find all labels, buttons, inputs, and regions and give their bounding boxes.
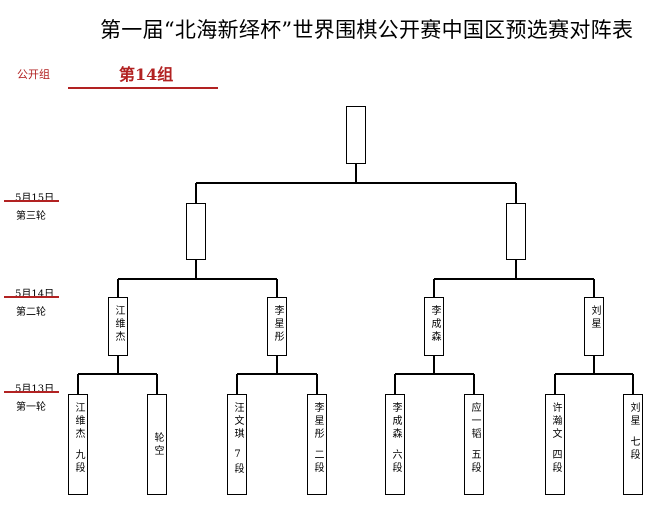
player-box-1: 江维杰 九段 — [68, 394, 88, 495]
player-box-2: 轮空 — [147, 394, 167, 495]
player-name: 李星彤 — [312, 402, 323, 441]
quarter-name-3: 李成森 — [429, 305, 440, 344]
player-box-6: 应一韬 五段 — [464, 394, 484, 495]
quarter-name-2: 李星彤 — [272, 305, 283, 344]
player-rank: 二段 — [312, 449, 323, 475]
round-2-line — [4, 296, 59, 298]
player-name: 李成森 — [390, 402, 401, 441]
semi-box-2 — [506, 203, 526, 260]
player-rank: 四段 — [550, 449, 561, 475]
quarter-box-4: 刘星 — [584, 297, 604, 356]
quarter-box-2: 李星彤 — [267, 297, 287, 356]
player-rank: 六段 — [390, 449, 401, 475]
player-name: 许瀚文 — [550, 402, 561, 441]
player-name: 汪文琪 — [232, 402, 243, 441]
player-box-3: 汪文琪 7段 — [227, 394, 247, 495]
player-box-8: 刘星 七段 — [623, 394, 643, 495]
group-underline — [68, 87, 218, 89]
round-1-label: 第一轮 — [16, 402, 46, 413]
group-label: 公开组 — [17, 68, 50, 81]
player-rank: 七段 — [628, 436, 639, 462]
player-name: 江维杰 — [73, 402, 84, 441]
round-1-line — [4, 391, 59, 393]
round-3-line — [4, 200, 59, 202]
player-box-7: 许瀚文 四段 — [545, 394, 565, 495]
player-name: 应一韬 — [469, 402, 480, 441]
round-2-label: 第二轮 — [16, 307, 46, 318]
quarter-name-4: 刘星 — [589, 305, 600, 331]
player-rank: 九段 — [73, 449, 84, 475]
player-box-4: 李星彤 二段 — [307, 394, 327, 495]
player-box-5: 李成森 六段 — [385, 394, 405, 495]
quarter-name-1: 江维杰 — [113, 305, 124, 344]
round-2-date: 5月14日 — [15, 289, 55, 300]
quarter-box-1: 江维杰 — [108, 297, 128, 356]
round-3-label: 第三轮 — [16, 211, 46, 222]
semi-box-1 — [186, 203, 206, 260]
player-name: 轮空 — [152, 432, 163, 458]
player-rank: 7段 — [232, 449, 243, 476]
player-rank: 五段 — [469, 449, 480, 475]
final-box — [346, 106, 366, 164]
quarter-box-3: 李成森 — [424, 297, 444, 356]
round-3-date: 5月15日 — [15, 193, 55, 204]
round-1-date: 5月13日 — [15, 384, 55, 395]
page-title: 第一届“北海新绎杯”世界围棋公开赛中国区预选赛对阵表 — [100, 18, 634, 42]
group-name: 第14组 — [119, 65, 174, 84]
player-name: 刘星 — [628, 402, 639, 428]
